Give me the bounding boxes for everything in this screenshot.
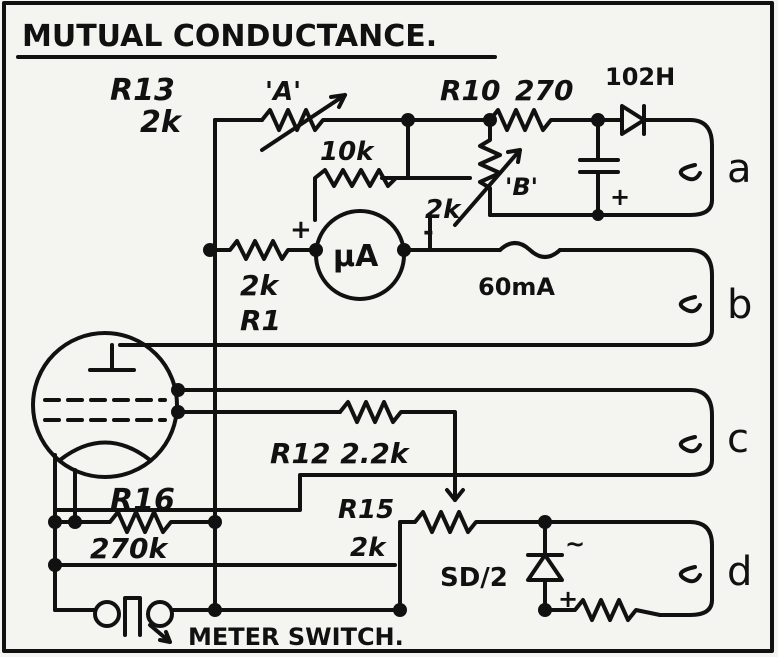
coil-c-turn [678, 435, 702, 454]
r16-label: R16 [110, 483, 175, 518]
switch-arrow [148, 623, 172, 644]
pot-a-label: 'A' [265, 77, 301, 107]
meter-plus-label: + [290, 215, 312, 245]
rectifier-label: SD/2 [440, 563, 508, 593]
r1-resistor [208, 239, 318, 261]
rectifier-symbol [526, 520, 564, 612]
pot-a-resistor [260, 108, 410, 132]
cap-plus-label: + [610, 183, 630, 211]
choke-label: 102H [605, 63, 675, 91]
pot-b-value-label: 2k [425, 195, 462, 225]
coil-b-label: b [727, 282, 752, 328]
switch-contact-right [146, 600, 174, 628]
r12-label: R12 2.2k [270, 437, 411, 470]
r12-arrow [445, 488, 465, 502]
node [592, 209, 604, 221]
r10-label: R10 [440, 74, 501, 107]
r1-value-label: 2k [240, 269, 280, 302]
node [538, 515, 552, 529]
fuse-symbol [498, 241, 562, 259]
node [48, 515, 62, 529]
r-10k-label: 10k [320, 137, 375, 167]
valve-envelope [31, 331, 179, 479]
pot-b-label: 'B' [505, 173, 538, 201]
r1-name-label: R1 [240, 304, 281, 337]
node [48, 558, 62, 572]
r16-resistor [53, 510, 217, 534]
node [401, 113, 415, 127]
coil-a-label: a [727, 146, 752, 192]
coil-b-turn [678, 295, 702, 314]
coil-d-loop [543, 520, 714, 617]
r12-resistor [338, 400, 457, 502]
r16-value-label: 270k [90, 532, 169, 565]
coil-b-loop [118, 248, 714, 347]
coil-d-label: d [727, 549, 752, 595]
coil-c-loop [53, 388, 714, 512]
diode-symbol [620, 104, 646, 136]
capacitor [578, 118, 620, 217]
switch-button [123, 596, 142, 637]
r13-name-label: R13 [110, 73, 175, 108]
coil-a-turn [678, 163, 702, 182]
coil-a-loop [488, 118, 714, 217]
node [208, 515, 222, 529]
fuse-label: 60mA [478, 273, 555, 301]
meter-switch-label: METER SWITCH. [188, 623, 404, 651]
tilde-label: ~ [565, 530, 585, 558]
coil-d-turn [678, 565, 702, 584]
diagram-title: MUTUAL CONDUCTANCE. [22, 19, 437, 54]
node [591, 113, 605, 127]
pot-b-resistor [478, 118, 502, 217]
pot-a-arrow-line [260, 93, 347, 152]
node [397, 243, 411, 257]
switch-contact-left [93, 600, 121, 628]
r15-resistor [398, 510, 547, 612]
r15-value-label: 2k [350, 533, 387, 563]
resistor-d [543, 598, 662, 622]
r10-resistor [488, 108, 600, 132]
node [68, 515, 82, 529]
coil-c-label: c [727, 416, 749, 462]
node [208, 603, 222, 617]
rectifier-plus-label: + [558, 585, 578, 613]
node [538, 603, 552, 617]
meter-label: μA [333, 239, 379, 274]
r13-value-label: 2k [140, 105, 183, 140]
r10-value-label: 270 [515, 74, 573, 107]
node [309, 243, 323, 257]
pot-b-arrow [453, 148, 522, 227]
valve-anode [88, 343, 136, 372]
r15-name-label: R15 [338, 495, 394, 525]
meter-minus-label: - [423, 217, 434, 247]
pot-a-arrow-head [329, 93, 347, 109]
valve-heater [58, 440, 152, 462]
node [483, 113, 497, 127]
